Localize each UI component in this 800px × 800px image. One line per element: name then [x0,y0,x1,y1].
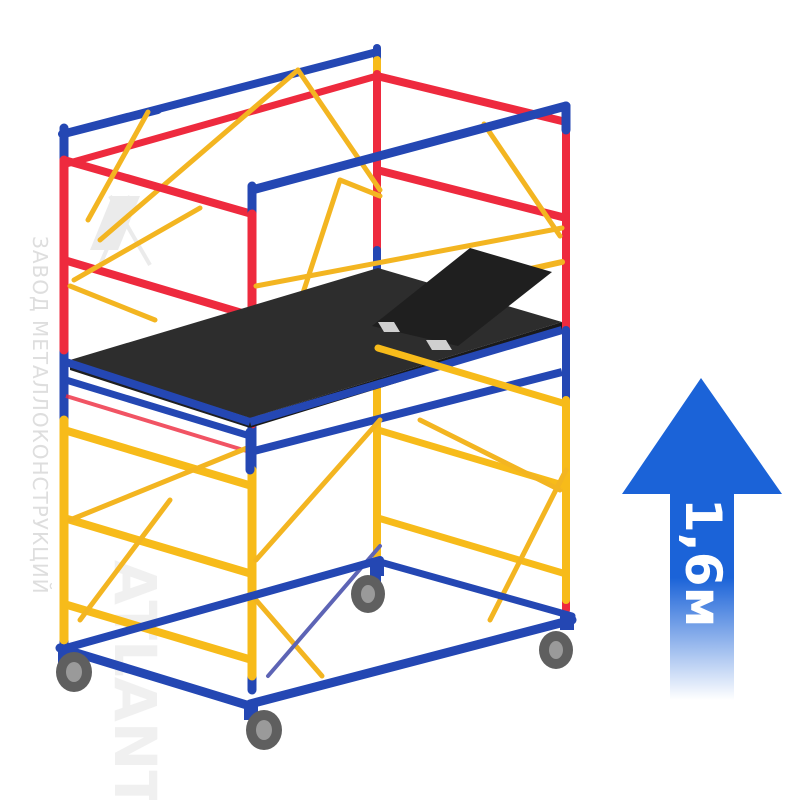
wheel-front-left [56,650,92,692]
wheel-front-right [244,706,282,750]
height-label: 1,6м [674,498,732,628]
lower-frame [55,344,577,711]
wheel-back-left [351,562,385,613]
factory-watermark-text: ЗАВОД МЕТАЛЛОКОНСТРУКЦИЙ [28,236,52,595]
up-arrow-icon [622,378,782,700]
wheels [56,562,574,750]
wheel-back-right [539,616,574,669]
deck-hatch [372,248,552,346]
left-frame [59,106,256,655]
deck-platform [64,248,564,456]
back-frame [58,44,570,614]
